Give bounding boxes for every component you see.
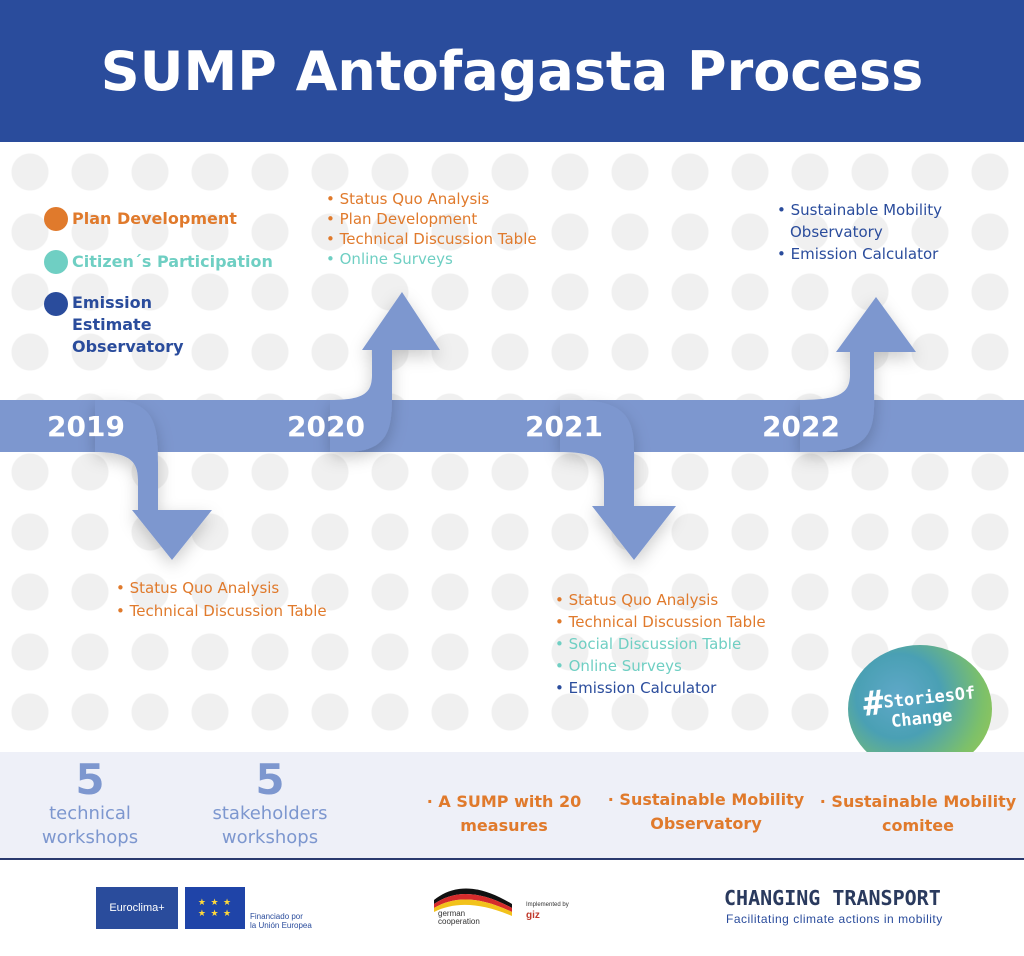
- outcome-line2: measures: [460, 816, 548, 835]
- milestone-item-continued: Observatory: [777, 221, 942, 243]
- milestone-item: Status Quo Analysis: [116, 577, 327, 600]
- german-cooperation-text: german cooperation: [438, 910, 480, 926]
- outcome-line1: · Sustainable Mobility: [607, 790, 805, 809]
- milestone-item: Social Discussion Table: [555, 633, 766, 655]
- eu-flag-icon: ★ ★ ★★ ★ ★: [185, 887, 245, 929]
- milestones-2020: Status Quo Analysis Plan Development Tec…: [326, 189, 537, 269]
- milestone-item: Sustainable Mobility: [777, 199, 942, 221]
- stat-label-line2: workshops: [41, 827, 139, 848]
- outcome-mobility-observatory: · Sustainable Mobility Observatory: [606, 788, 806, 836]
- milestone-item: Technical Discussion Table: [326, 229, 537, 249]
- milestone-item: Emission Calculator: [555, 677, 766, 699]
- implemented-by-text: Implemented by: [526, 902, 569, 908]
- milestone-item: Plan Development: [326, 209, 537, 229]
- german-line2: cooperation: [438, 917, 480, 926]
- stat-number: 5: [75, 755, 105, 804]
- outcome-line2: Observatory: [650, 814, 762, 833]
- giz-logo: giz: [526, 910, 540, 921]
- footer: Euroclima+ ★ ★ ★★ ★ ★ Financiado por la …: [0, 860, 1024, 956]
- milestone-item: Status Quo Analysis: [555, 589, 766, 611]
- year-2021: 2021: [525, 410, 603, 443]
- euroclima-logo: Euroclima+: [96, 887, 178, 929]
- page-title: SUMP Antofagasta Process: [100, 39, 924, 103]
- milestones-2022: Sustainable Mobility Observatory Emissio…: [777, 199, 942, 265]
- stat-stakeholders-workshops: 5 stakeholders workshops: [200, 758, 340, 850]
- orange-dot-icon: [44, 207, 68, 231]
- milestone-item: Status Quo Analysis: [326, 189, 537, 209]
- arrow-up-2022: [800, 297, 916, 452]
- milestone-item: Technical Discussion Table: [116, 600, 327, 623]
- stat-label-line2: workshops: [221, 827, 319, 848]
- year-2019: 2019: [47, 410, 125, 443]
- german-flag-swoosh-icon: [434, 888, 512, 916]
- milestones-2019: Status Quo Analysis Technical Discussion…: [116, 577, 327, 623]
- legend-emission-observatory: Emission Estimate Observatory: [44, 292, 232, 358]
- changing-transport-tagline: Facilitating climate actions in mobility: [726, 912, 943, 926]
- changing-transport-logo: CHANGING TRANSPORT: [724, 886, 941, 910]
- stories-of-change-badge: #StoriesOf Change: [848, 645, 992, 773]
- milestone-item: Online Surveys: [555, 655, 766, 677]
- arrow-up-2020: [330, 292, 440, 452]
- milestone-item: Online Surveys: [326, 249, 537, 269]
- stat-technical-workshops: 5 technical workshops: [30, 758, 150, 850]
- arrow-down-2021: [560, 400, 676, 560]
- outcome-line2: comitee: [882, 816, 954, 835]
- timeline-graphic: [0, 292, 1024, 560]
- badge-text: #StoriesOf Change: [861, 683, 978, 735]
- milestones-2021: Status Quo Analysis Technical Discussion…: [555, 589, 766, 699]
- teal-dot-icon: [44, 250, 68, 274]
- stat-number: 5: [255, 755, 285, 804]
- outcome-line1: · Sustainable Mobility: [819, 792, 1017, 811]
- navy-dot-icon: [44, 292, 68, 316]
- outcome-mobility-comitee: · Sustainable Mobility comitee: [816, 790, 1020, 838]
- legend-label: Citizen´s Participation: [72, 252, 273, 271]
- outcome-sump-measures: · A SUMP with 20 measures: [418, 790, 590, 838]
- year-2020: 2020: [287, 410, 365, 443]
- year-2022: 2022: [762, 410, 840, 443]
- eu-text-line1: Financiado por: [250, 912, 303, 921]
- outcome-line1: · A SUMP with 20: [426, 792, 582, 811]
- legend-label: Emission Estimate Observatory: [72, 293, 184, 356]
- stat-label-line1: stakeholders: [212, 803, 328, 824]
- stat-label-line1: technical: [49, 803, 131, 824]
- header-banner: SUMP Antofagasta Process: [0, 0, 1024, 142]
- eu-text-line2: la Unión Europea: [250, 921, 312, 930]
- german-line1: german: [438, 909, 466, 918]
- milestone-item: Emission Calculator: [777, 243, 942, 265]
- stats-band: 5 technical workshops 5 stakeholders wor…: [0, 752, 1024, 858]
- milestone-item: Technical Discussion Table: [555, 611, 766, 633]
- legend-plan-development: Plan Development: [44, 207, 237, 231]
- milestone-text: Observatory: [790, 223, 883, 241]
- footer-divider: [0, 858, 1024, 860]
- arrow-down-2019: [95, 400, 212, 560]
- eu-funding-text: Financiado por la Unión Europea: [250, 912, 312, 930]
- legend-label: Plan Development: [72, 209, 237, 228]
- legend-citizen-participation: Citizen´s Participation: [44, 250, 273, 274]
